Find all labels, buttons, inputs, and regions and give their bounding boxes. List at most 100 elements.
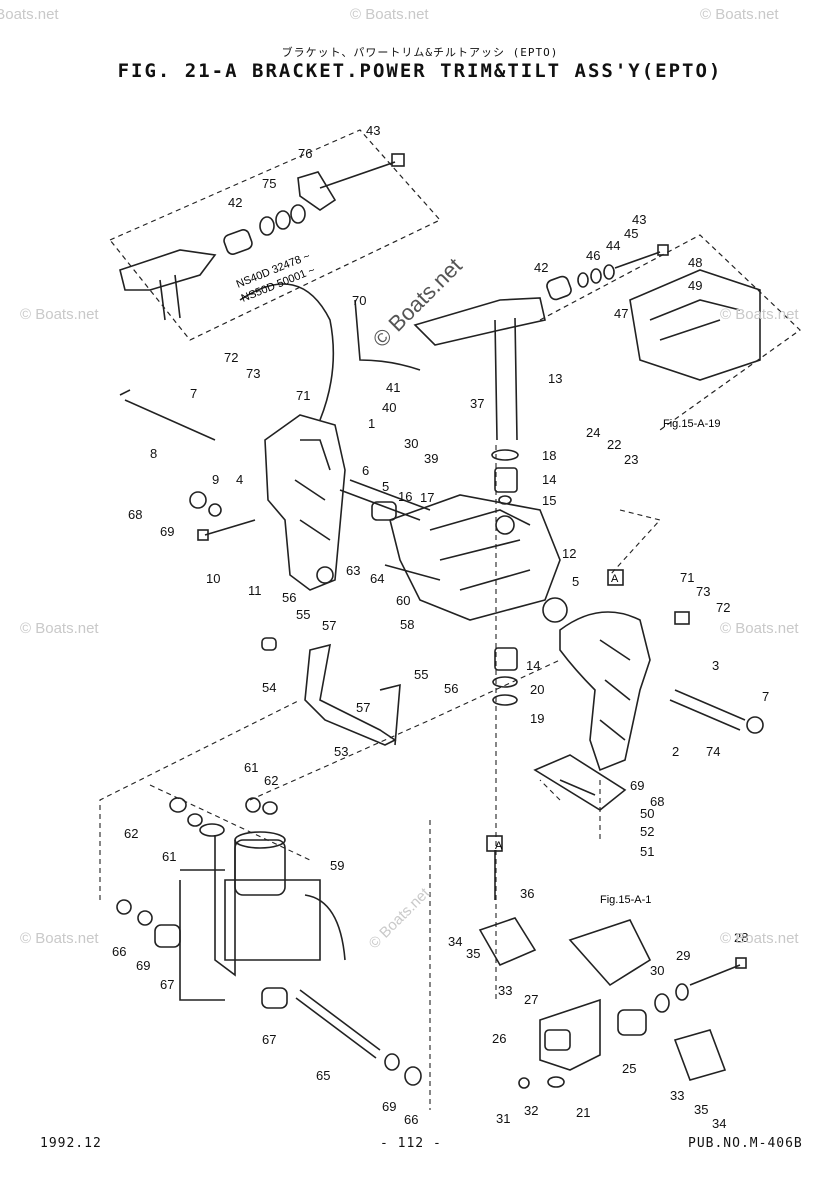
watermark: © Boats.net (0, 6, 59, 23)
part-number-label: 26 (492, 1031, 506, 1046)
part-number-label: 5 (382, 479, 389, 494)
part-number-label: 33 (498, 983, 512, 998)
part-number-label: 68 (650, 794, 664, 809)
part-number-label: 31 (496, 1111, 510, 1126)
part-number-label: 45 (624, 226, 638, 241)
part-number-label: 36 (520, 886, 534, 901)
part-number-label: 39 (424, 451, 438, 466)
part-number-label: 48 (688, 255, 702, 270)
watermark: © Boats.net (350, 6, 429, 23)
ref-fig-15a1: Fig.15-A-1 (600, 894, 651, 906)
part-number-label: 55 (296, 607, 310, 622)
part-number-label: 29 (676, 948, 690, 963)
part-number-label: 30 (404, 436, 418, 451)
part-number-label: 25 (622, 1061, 636, 1076)
part-number-label: 42 (534, 260, 548, 275)
part-number-label: 4 (236, 472, 243, 487)
part-number-label: 8 (150, 446, 157, 461)
part-number-label: 55 (414, 667, 428, 682)
part-number-label: 16 (398, 489, 412, 504)
part-number-label: 73 (696, 584, 710, 599)
part-number-label: 59 (330, 858, 344, 873)
part-number-label: 76 (298, 146, 312, 161)
part-number-label: 54 (262, 680, 276, 695)
watermark: © Boats.net (20, 306, 99, 323)
part-number-label: 23 (624, 452, 638, 467)
part-number-label: 57 (356, 700, 370, 715)
part-number-label: 64 (370, 571, 384, 586)
watermark: © Boats.net (720, 930, 799, 947)
part-number-label: 74 (706, 744, 720, 759)
part-number-label: 50 (640, 806, 654, 821)
part-number-label: 69 (382, 1099, 396, 1114)
part-number-label: 35 (694, 1102, 708, 1117)
part-number-label: 61 (162, 849, 176, 864)
part-number-label: 62 (124, 826, 138, 841)
part-number-label: 13 (548, 371, 562, 386)
part-number-label: 9 (212, 472, 219, 487)
part-number-label: 42 (228, 195, 242, 210)
footer-page-number: - 112 - (380, 1136, 442, 1151)
watermark: © Boats.net (20, 620, 99, 637)
part-number-label: 2 (672, 744, 679, 759)
part-number-label: 30 (650, 963, 664, 978)
part-number-label: 7 (762, 689, 769, 704)
figure-title: FIG. 21-A BRACKET.POWER TRIM&TILT ASS'Y(… (117, 60, 723, 82)
watermark: © Boats.net (720, 620, 799, 637)
part-number-label: 49 (688, 278, 702, 293)
part-number-label: 70 (352, 293, 366, 308)
part-number-label: 65 (316, 1068, 330, 1083)
part-number-label: 21 (576, 1105, 590, 1120)
part-number-label: 66 (112, 944, 126, 959)
ref-box-a-upper: A (611, 573, 619, 585)
part-number-label: 44 (606, 238, 620, 253)
part-number-label: 17 (420, 490, 434, 505)
japanese-title: ブラケット、パワートリム&チルトアッシ (EPTO) (281, 46, 559, 59)
part-number-label: 12 (562, 546, 576, 561)
part-number-label: 15 (542, 493, 556, 508)
part-number-label: 24 (586, 425, 600, 440)
part-number-label: 7 (190, 386, 197, 401)
part-number-label: 53 (334, 744, 348, 759)
part-number-label: 52 (640, 824, 654, 839)
part-number-label: 18 (542, 448, 556, 463)
part-number-label: 72 (224, 350, 238, 365)
part-number-label: 34 (712, 1116, 726, 1131)
part-number-label: 66 (404, 1112, 418, 1127)
part-number-label: 69 (136, 958, 150, 973)
part-number-label: 35 (466, 946, 480, 961)
part-number-label: 61 (244, 760, 258, 775)
part-number-label: 20 (530, 682, 544, 697)
part-number-label: 51 (640, 844, 654, 859)
part-number-label: 5 (572, 574, 579, 589)
part-number-label: 72 (716, 600, 730, 615)
part-number-label: 68 (128, 507, 142, 522)
part-number-label: 46 (586, 248, 600, 263)
part-number-label: 14 (542, 472, 556, 487)
part-number-label: 43 (632, 212, 646, 227)
part-number-label: 62 (264, 773, 278, 788)
footer-pub-number: PUB.NO.M-406B (688, 1136, 803, 1151)
part-number-label: 58 (400, 617, 414, 632)
part-number-label: 40 (382, 400, 396, 415)
watermark: © Boats.net (20, 930, 99, 947)
part-number-label: 43 (366, 123, 380, 138)
part-number-label: 27 (524, 992, 538, 1007)
part-number-label: 69 (160, 524, 174, 539)
part-number-label: 6 (362, 463, 369, 478)
part-number-label: 71 (680, 570, 694, 585)
ref-fig-15a19: Fig.15-A-19 (663, 418, 720, 430)
part-number-label: 75 (262, 176, 276, 191)
watermark: © Boats.net (720, 306, 799, 323)
part-number-label: 71 (296, 388, 310, 403)
part-number-label: 22 (607, 437, 621, 452)
part-number-label: 34 (448, 934, 462, 949)
part-number-label: 28 (734, 930, 748, 945)
part-number-label: 63 (346, 563, 360, 578)
ref-box-a-lower: A (495, 840, 503, 852)
part-number-label: 32 (524, 1103, 538, 1118)
part-number-label: 11 (248, 583, 262, 598)
part-number-label: 73 (246, 366, 260, 381)
